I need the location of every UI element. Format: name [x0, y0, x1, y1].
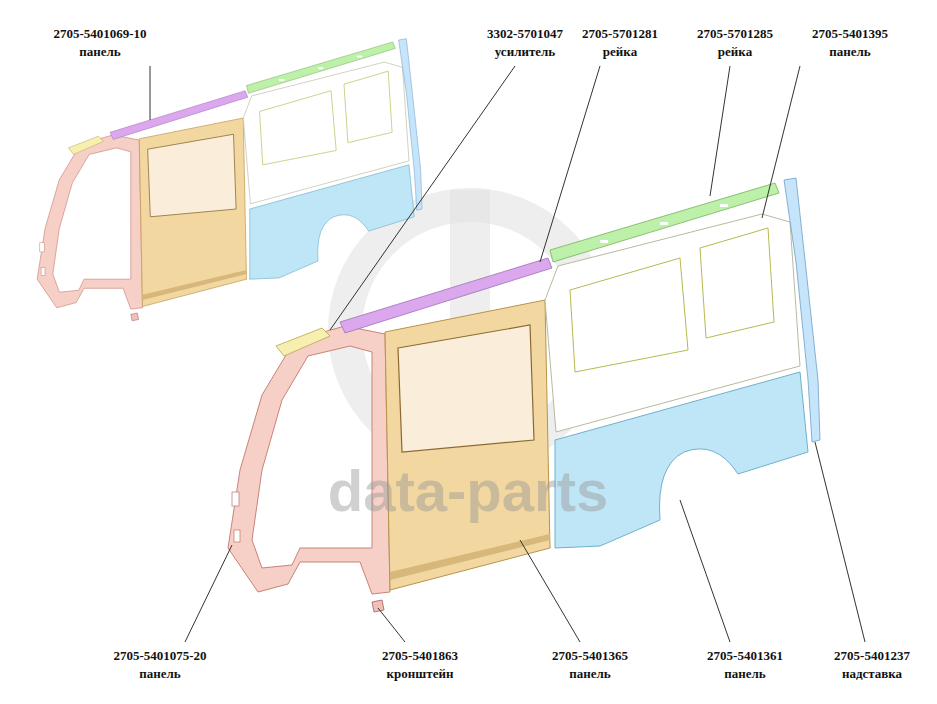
part-number: 2705-5701285: [697, 26, 773, 42]
part-name: рейка: [718, 44, 752, 60]
part-name: усилитель: [495, 44, 555, 60]
part-name: панель: [79, 44, 120, 60]
part-number: 2705-5401365: [552, 648, 628, 664]
part-name: панель: [139, 666, 180, 682]
part-name: кронштейн: [387, 666, 454, 682]
watermark: data-parts: [328, 457, 608, 524]
part-name: надставка: [842, 666, 902, 682]
part-number: 3302-5701047: [487, 26, 563, 42]
part-number: 2705-5401863: [382, 648, 458, 664]
part-number: 2705-5701281: [582, 26, 658, 42]
part-name: панель: [569, 666, 610, 682]
part-number: 2705-5401361: [707, 648, 783, 664]
part-name: панель: [724, 666, 765, 682]
part-number: 2705-5401075-20: [113, 648, 206, 664]
part-number: 2705-5401395: [812, 26, 888, 42]
part-number: 2705-5401069-10: [53, 26, 146, 42]
part-name: панель: [829, 44, 870, 60]
part-name: рейка: [603, 44, 637, 60]
part-number: 2705-5401237: [834, 648, 910, 664]
